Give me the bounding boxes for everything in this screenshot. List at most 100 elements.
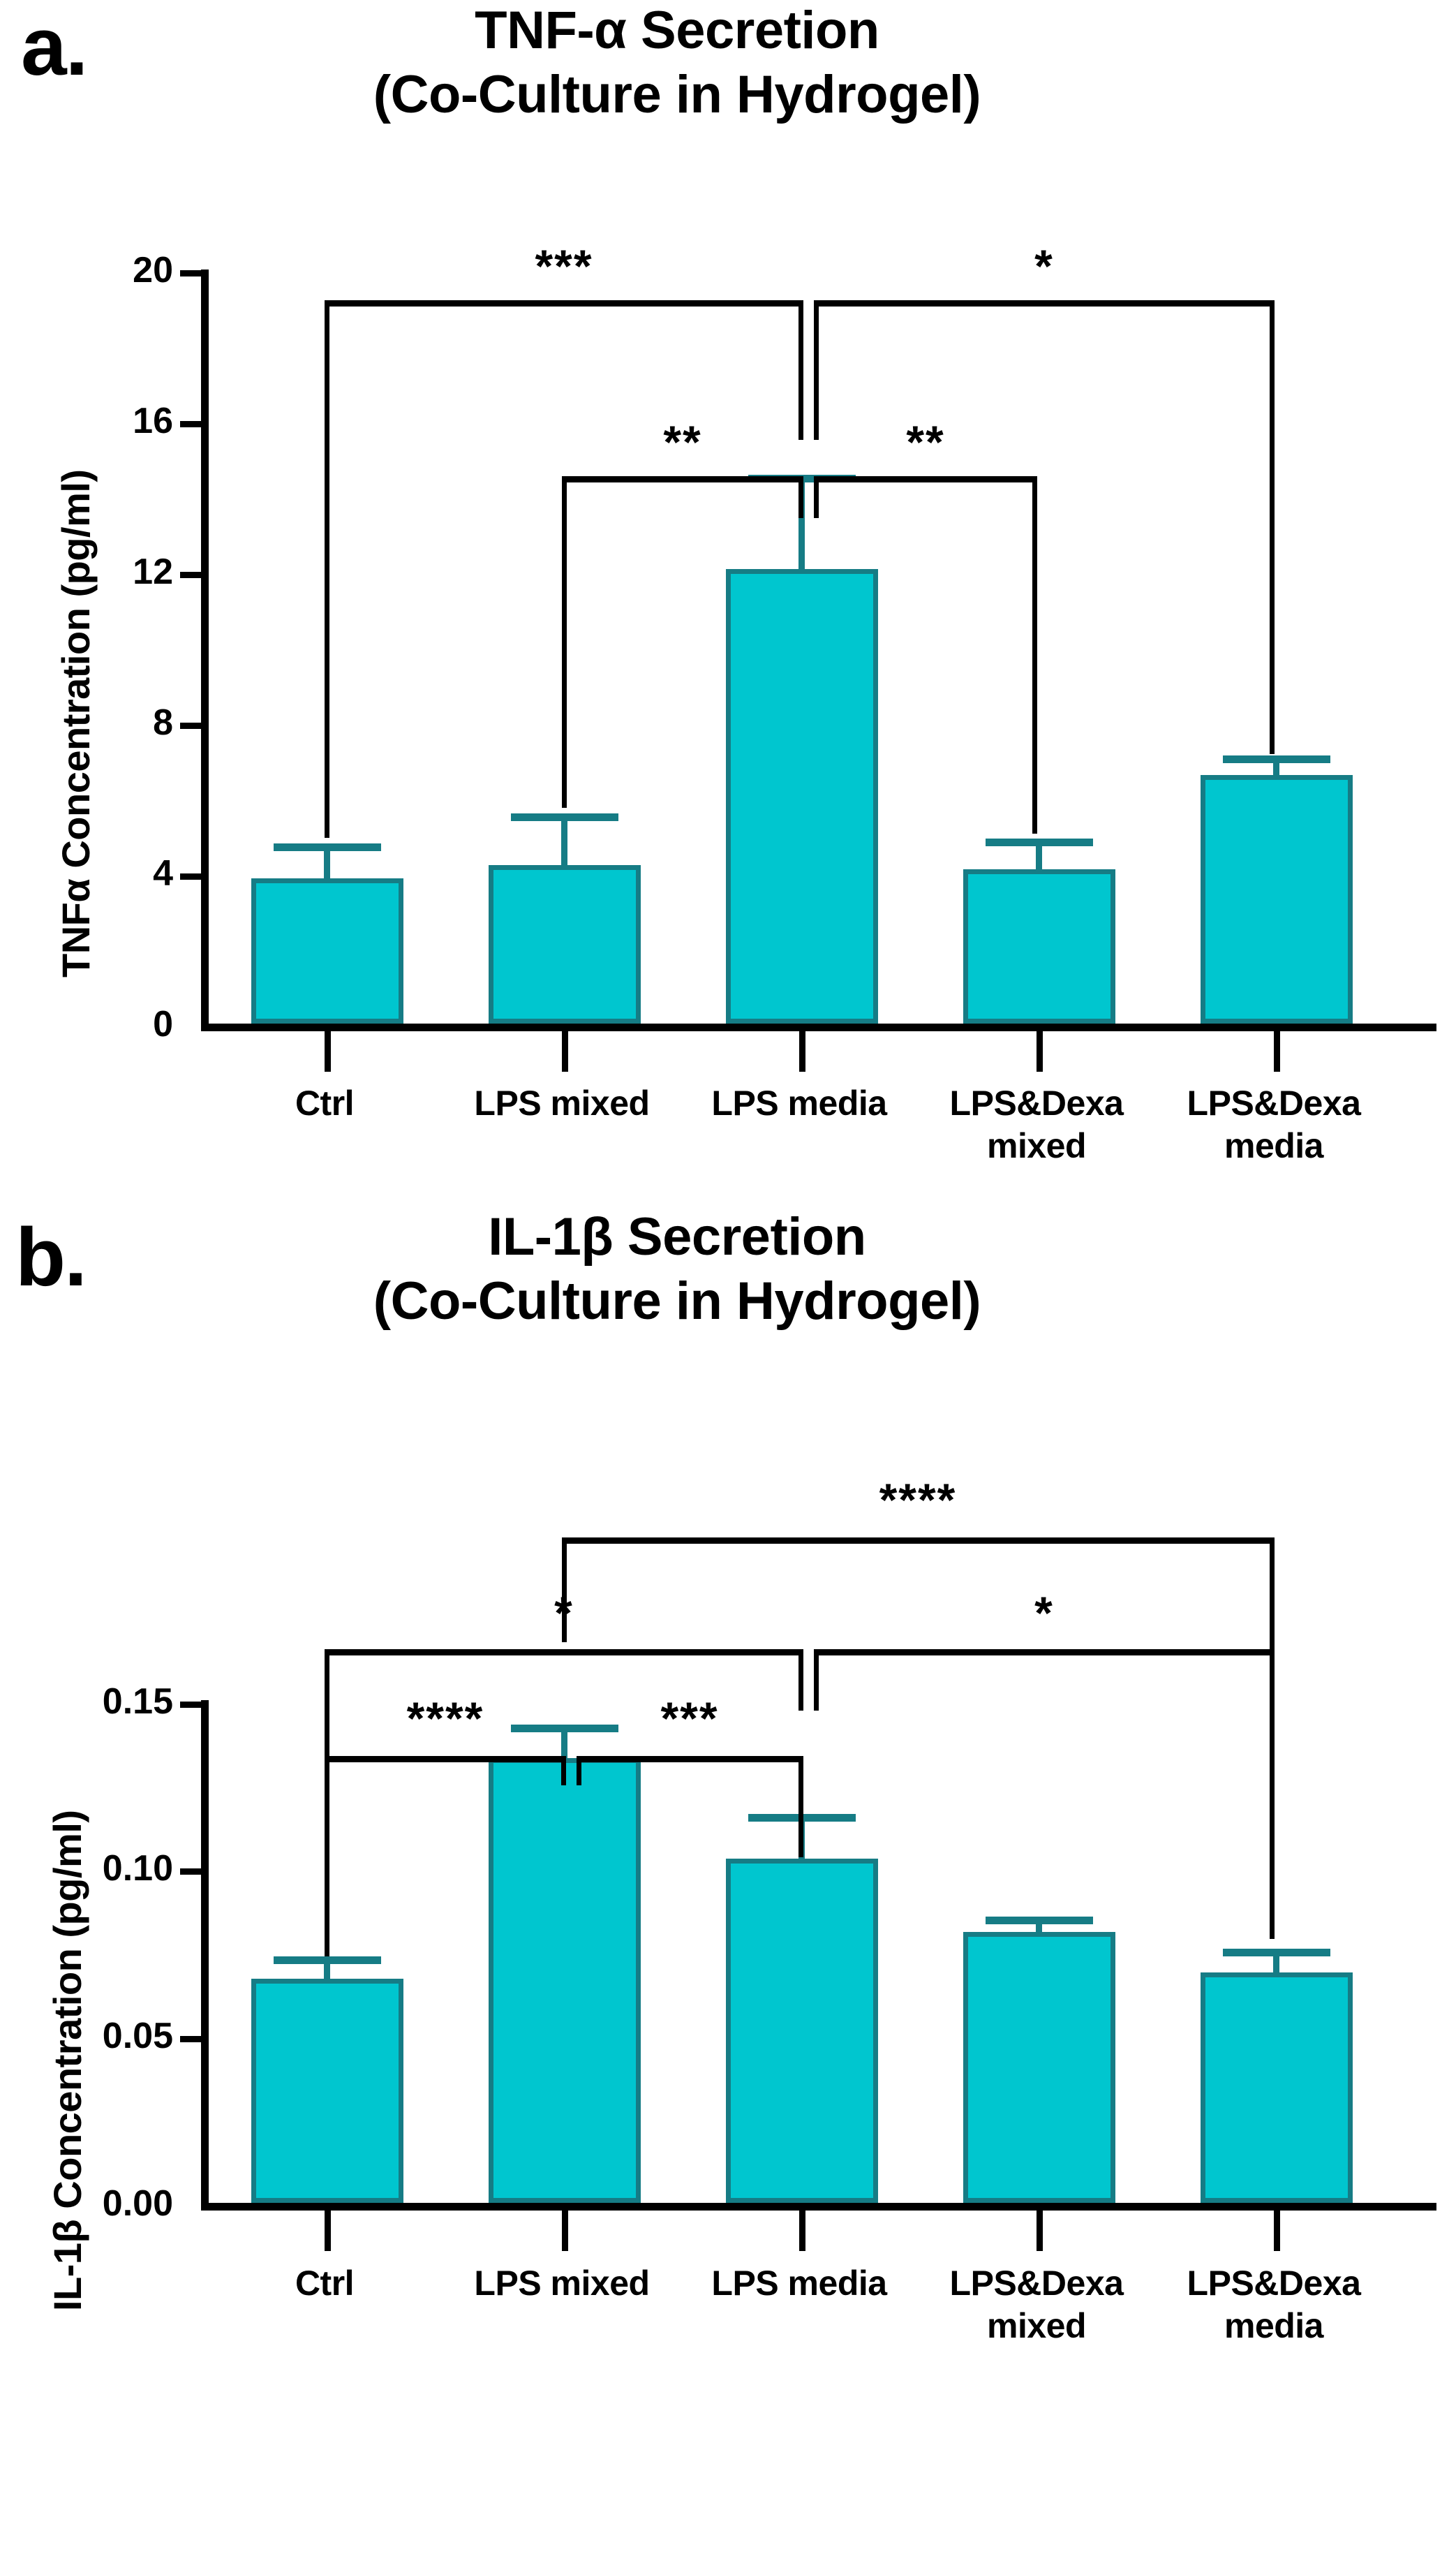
panel-a-xtick-label-2-line1: LPS media [711,1084,887,1123]
panel-b-ytick-005 [180,2036,201,2042]
panel-b-bar-ctrl [251,1979,403,2203]
panel-b-title-line2: (Co-Culture in Hydrogel) [373,1271,981,1331]
panel-b-errorbar-stem-lpsdexa-mixed [1036,1919,1042,1935]
panel-a-xtick-3 [1037,1031,1043,1072]
panel-b-errorbar-cap-ctrl [274,1956,381,1964]
panel-a-errorbar-stem-lps-mixed [561,816,567,868]
panel-a-xtick-1 [562,1031,568,1072]
panel-b-ytick-010 [180,1868,201,1875]
panel-b-sig-label-2: * [1034,1587,1054,1639]
panel-a-sig-label-0: *** [535,240,593,292]
panel-a-sig-label-1: * [1034,240,1054,292]
panel-a-ytick-12 [180,572,201,578]
panel-a-xtick-label-1-line1: LPS mixed [474,1084,650,1123]
panel-b-xtick-0 [325,2211,331,2251]
panel-b-bar-lpsdexa-mixed [963,1932,1115,2203]
panel-a-errorbar-cap-ctrl [274,843,381,851]
panel-b-xtick-label-2: LPS media [677,2262,921,2305]
panel-b-bar-lps-media [726,1859,878,2203]
panel-b-xtick-label-3: LPS&Dexa mixed [914,2262,1159,2347]
panel-a-bar-lpsdexa-mixed [963,869,1115,1024]
panel-a-title-line2: (Co-Culture in Hydrogel) [373,65,981,124]
panel-a-errorbar-cap-lpsdexa-media [1223,755,1330,763]
panel-a-xtick-label-4: LPS&Dexa media [1152,1082,1396,1167]
panel-b-x-axis-line [201,2203,1436,2211]
panel-a-xtick-label-3-line1: LPS&Dexa [949,1084,1124,1123]
panel-b-xtick-2 [799,2211,805,2251]
panel-b-xtick-label-1-line1: LPS mixed [474,2264,650,2303]
panel-a-ytick-8 [180,723,201,729]
panel-b-xtick-1 [562,2211,568,2251]
panel-b-letter: b. [15,1211,87,1304]
panel-a-errorbar-stem-lpsdexa-mixed [1036,841,1042,872]
panel-a-bar-lpsdexa-media [1201,775,1353,1024]
panel-a-sig-label-2: ** [663,416,702,468]
panel-b-xtick-label-4-line1: LPS&Dexa [1187,2264,1361,2303]
panel-a-errorbar-cap-lpsdexa-mixed [986,839,1093,846]
panel-a-title-line1: TNF-α Secretion [475,1,879,60]
panel-a-bar-ctrl [251,878,403,1024]
panel-b-xtick-label-4: LPS&Dexa media [1152,2262,1396,2347]
panel-a-bar-lps-mixed [489,865,641,1024]
panel-b-xtick-label-2-line1: LPS media [711,2264,887,2303]
panel-a-xtick-4 [1274,1031,1280,1072]
panel-b-xtick-label-1: LPS mixed [440,2262,684,2305]
panel-a-ytick-label-8: 8 [153,702,173,743]
panel-b-ytick-015 [180,1702,201,1708]
panel-a-ytick-label-16: 16 [133,401,173,441]
panel-a-xtick-0 [325,1031,331,1072]
panel-a-errorbar-stem-lps-media [798,478,805,572]
panel-b-y-axis-line [201,1700,209,2210]
panel-b-xtick-label-3-line2: mixed [986,2306,1087,2345]
panel-b-errorbar-cap-lpsdexa-mixed [986,1917,1093,1924]
panel-a-x-axis-line [201,1024,1436,1031]
panel-a-sig-label-3: ** [906,416,945,468]
panel-a-ytick-20 [180,270,201,276]
panel-a-ytick-label-4: 4 [153,853,173,894]
panel-a: a. TNF-α Secretion (Co-Culture in Hydrog… [0,0,1456,1285]
panel-a-xtick-label-0: Ctrl [202,1082,447,1125]
panel-b-bar-lpsdexa-media [1201,1972,1353,2203]
panel-b-xtick-label-0: Ctrl [202,2262,447,2305]
panel-b-errorbar-stem-lpsdexa-media [1273,1951,1279,1975]
panel-a-ytick-label-20: 20 [133,250,173,290]
panel-b-xtick-3 [1037,2211,1043,2251]
panel-b-xtick-label-0-line1: Ctrl [295,2264,355,2303]
panel-b-ytick-label-000: 0.00 [102,2183,173,2224]
panel-a-letter: a. [21,1,88,93]
panel-a-ytick-16 [180,421,201,427]
panel-b-errorbar-stem-ctrl [324,1959,330,1982]
panel-a-xtick-label-1: LPS mixed [440,1082,684,1125]
panel-a-xtick-label-4-line2: media [1224,1126,1324,1165]
panel-b-xtick-label-3-line1: LPS&Dexa [949,2264,1124,2303]
panel-b-sig-label-4: *** [660,1692,719,1744]
panel-b-ytick-label-015: 0.15 [102,1681,173,1722]
panel-a-y-axis-line [201,270,209,1031]
panel-a-ytick-label-12: 12 [133,552,173,592]
panel-a-ytick-label-0: 0 [153,1004,173,1045]
panel-a-errorbar-stem-lpsdexa-media [1273,758,1279,778]
panel-a-xtick-label-3: LPS&Dexa mixed [914,1082,1159,1167]
panel-a-errorbar-stem-ctrl [324,846,330,881]
panel-b: b. IL-1β Secretion (Co-Culture in Hydrog… [0,1173,1456,2575]
panel-a-xtick-label-0-line1: Ctrl [295,1084,355,1123]
panel-a-xtick-2 [799,1031,805,1072]
panel-b-ytick-label-010: 0.10 [102,1848,173,1889]
panel-b-title-line1: IL-1β Secretion [488,1207,866,1267]
panel-b-xtick-label-4-line2: media [1224,2306,1324,2345]
panel-a-xtick-label-3-line2: mixed [986,1126,1087,1165]
panel-a-bar-lps-media [726,569,878,1024]
panel-b-errorbar-cap-lps-mixed [511,1725,618,1732]
panel-b-sig-label-3: **** [406,1692,484,1744]
panel-b-bar-lps-mixed [489,1758,641,2203]
panel-b-ytick-label-005: 0.05 [102,2016,173,2056]
panel-a-xtick-label-4-line1: LPS&Dexa [1187,1084,1361,1123]
panel-a-xtick-label-2: LPS media [677,1082,921,1125]
panel-b-errorbar-stem-lps-mixed [561,1727,567,1761]
panel-a-ytick-4 [180,873,201,880]
panel-a-errorbar-cap-lps-mixed [511,813,618,821]
panel-b-xtick-4 [1274,2211,1280,2251]
panel-b-sig-label-1: * [554,1587,574,1639]
panel-b-errorbar-cap-lpsdexa-media [1223,1949,1330,1956]
panel-b-sig-label-0: **** [879,1474,957,1526]
